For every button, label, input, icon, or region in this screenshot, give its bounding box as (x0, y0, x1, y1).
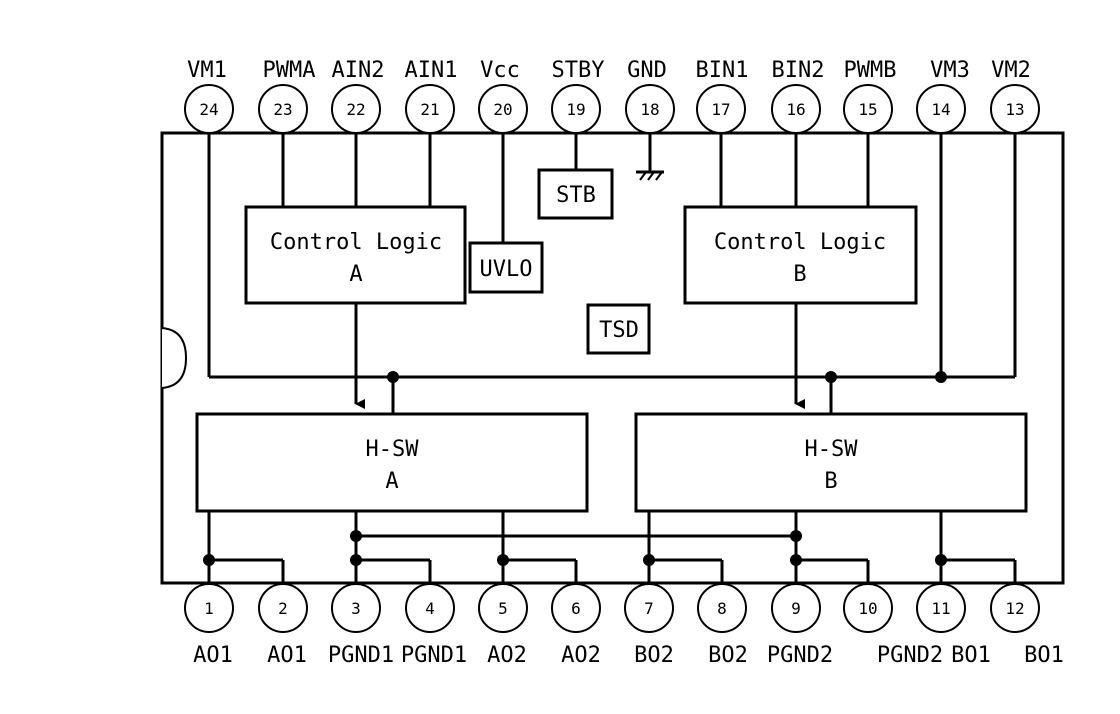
pin-label: BIN2 (772, 58, 825, 83)
pin-label: BO2 (708, 643, 748, 668)
pin-number: 5 (498, 599, 508, 618)
pin-label: PGND2 (767, 643, 833, 668)
pin-label: PGND2 (877, 643, 943, 668)
ground-symbol (636, 170, 664, 181)
pin-number: 9 (791, 599, 801, 618)
pin-20: 20 Vcc (478, 58, 528, 134)
pin-24: 24 VM1 (184, 58, 234, 134)
control-logic-a-line2: A (349, 262, 362, 287)
pin-label: AO1 (267, 643, 307, 668)
pin-label: AIN2 (332, 58, 385, 83)
pin-number: 2 (278, 599, 288, 618)
bottom-wiring (203, 512, 1017, 583)
control-logic-b-line1: Control Logic (714, 230, 886, 255)
pin-21: 21 AIN1 (405, 58, 458, 134)
uvlo-label: UVLO (480, 257, 533, 282)
pin-label: AO1 (193, 643, 233, 668)
pin-label: GND (627, 58, 667, 83)
pin-label: AIN1 (405, 58, 458, 83)
pin-number: 12 (1005, 599, 1024, 618)
h-sw-b-line1: H-SW (805, 437, 859, 462)
h-sw-a-line2: A (385, 469, 398, 494)
pin-number: 8 (717, 599, 727, 618)
top-pin-stubs (207, 133, 1017, 377)
control-logic-a-block: Control Logic A (244, 205, 467, 305)
pin-number: 24 (199, 100, 218, 119)
pin-label: PWMB (844, 58, 897, 83)
pin-number: 19 (566, 100, 585, 119)
h-sw-a-block: H-SW A (195, 412, 589, 513)
pin-number: 15 (858, 100, 877, 119)
pin-13: 13 VM2 (990, 58, 1040, 134)
pin-label: PGND1 (328, 643, 394, 668)
pin-18: 18 GND (625, 58, 675, 134)
pin-number: 17 (711, 100, 730, 119)
pin-23: 23 PWMA (258, 58, 316, 134)
h-sw-b-block: H-SW B (634, 412, 1028, 513)
pin-number: 4 (425, 599, 435, 618)
pin-number: 21 (420, 100, 439, 119)
pin-number: 7 (644, 599, 654, 618)
pin-number: 11 (931, 599, 950, 618)
h-sw-b-line2: B (824, 469, 837, 494)
h-sw-a-line1: H-SW (366, 437, 420, 462)
pin-number: 10 (858, 599, 877, 618)
pin-16: 16 BIN2 (771, 58, 825, 134)
package-notch (161, 327, 188, 389)
pin-label: BO2 (634, 643, 674, 668)
pin-label: PWMA (263, 58, 316, 83)
pin-label: AO2 (561, 643, 601, 668)
pin-number: 1 (204, 599, 214, 618)
pin-label: VM1 (187, 58, 227, 83)
pin-22: 22 AIN2 (331, 58, 385, 134)
vm-bus (209, 371, 1015, 414)
stb-label: STB (556, 183, 596, 208)
pin-label: VM2 (991, 58, 1031, 83)
control-logic-a-line1: Control Logic (270, 230, 442, 255)
pin-number: 3 (351, 599, 361, 618)
pin-label: Vcc (480, 58, 520, 83)
pin-label: BIN1 (696, 58, 749, 83)
uvlo-block: UVLO (468, 241, 544, 294)
pin-17: 17 BIN1 (696, 58, 749, 134)
stb-block: STB (537, 168, 614, 220)
pin-label: STBY (552, 58, 605, 83)
pin-label: BO1 (951, 643, 991, 668)
pin-label: VM3 (930, 58, 970, 83)
pin-label: BO1 (1024, 643, 1064, 668)
pin-label: AO2 (487, 643, 527, 668)
tsd-block: TSD (586, 303, 651, 355)
pin-number: 18 (640, 100, 659, 119)
pin-number: 14 (931, 100, 950, 119)
pin-15: 15 PWMB (843, 58, 897, 134)
pin-number: 20 (493, 100, 512, 119)
tsd-label: TSD (599, 318, 639, 343)
pin-19: 19 STBY (551, 58, 605, 134)
control-logic-b-block: Control Logic B (683, 205, 918, 305)
pin-number: 23 (273, 100, 292, 119)
pin-14: 14 VM3 (916, 58, 970, 134)
control-logic-b-line2: B (793, 262, 806, 287)
pin-number: 13 (1005, 100, 1024, 119)
pin-number: 16 (786, 100, 805, 119)
pin-label: PGND1 (401, 643, 467, 668)
pin-number: 6 (571, 599, 581, 618)
pin-number: 22 (346, 100, 365, 119)
